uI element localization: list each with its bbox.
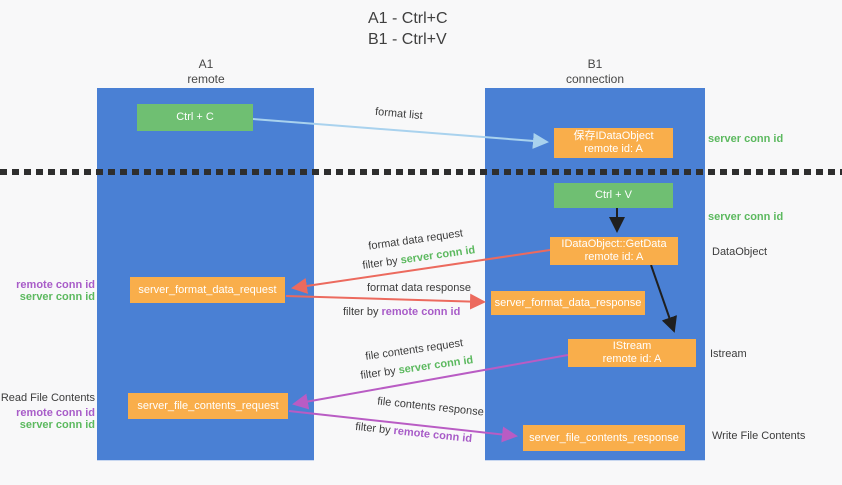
node-server-file-contents-request: server_file_contents_request	[128, 393, 288, 419]
filter-prefix: filter by	[361, 255, 399, 272]
diagram-title: A1 - Ctrl+C B1 - Ctrl+V	[368, 8, 448, 50]
node-server-format-data-response: server_format_data_response	[491, 291, 645, 315]
label-server-conn-id-left-bottom: server conn id	[19, 419, 95, 431]
label-dataobject: DataObject	[712, 246, 768, 258]
label-file-contents-response: file contents response	[376, 395, 485, 419]
title-line-2: B1 - Ctrl+V	[368, 31, 447, 48]
save-idataobject-line1: 保存IDataObject	[573, 130, 654, 142]
server-conn-id-text: server conn id	[399, 244, 476, 267]
column-b1-name: B1	[587, 57, 603, 71]
column-a1-name: A1	[198, 57, 214, 71]
label-format-data-response: format data response	[367, 282, 471, 294]
label-remote-conn-id-left-bottom: remote conn id	[16, 407, 95, 419]
server-conn-id-text: server conn id	[397, 354, 474, 377]
remote-conn-id-text: remote conn id	[381, 306, 461, 318]
node-ctrl-c: Ctrl + C	[137, 104, 253, 131]
arrow-format-data-response	[285, 293, 486, 310]
label-istream: Istream	[710, 348, 747, 360]
label-format-list: format list	[374, 105, 424, 123]
server-format-data-response-label: server_format_data_response	[494, 296, 642, 309]
label-write-file-contents: Write File Contents	[712, 430, 806, 442]
remote-conn-id-text: remote conn id	[392, 424, 473, 446]
column-b1-subtitle: connection	[565, 72, 625, 86]
column-a1-subtitle: remote	[187, 72, 225, 86]
label-remote-conn-id-left-top: remote conn id	[16, 279, 95, 291]
label-server-conn-id-left-top: server conn id	[19, 291, 95, 303]
filter-prefix: filter by	[359, 365, 397, 382]
getdata-line1: IDataObject::GetData	[561, 238, 667, 250]
column-header-a1: A1 remote	[146, 57, 266, 87]
istream-line2: remote id: A	[602, 353, 662, 365]
label-read-file-contents: Read File Contents	[0, 392, 95, 404]
node-ctrl-v: Ctrl + V	[554, 183, 673, 208]
node-server-format-data-request: server_format_data_request	[130, 277, 285, 303]
label-server-conn-id-top: server conn id	[708, 133, 784, 145]
save-idataobject-line2: remote id: A	[584, 143, 643, 155]
node-server-file-contents-response: server_file_contents_response	[523, 425, 685, 451]
ctrl-v-label: Ctrl + V	[595, 189, 632, 201]
node-idataobject-getdata: IDataObject::GetData remote id: A	[550, 237, 678, 265]
getdata-line2: remote id: A	[584, 251, 644, 263]
server-format-data-request-label: server_format_data_request	[138, 283, 277, 296]
column-header-b1: B1 connection	[535, 57, 655, 87]
ctrl-c-label: Ctrl + C	[176, 111, 214, 123]
filter-prefix: filter by	[343, 306, 379, 318]
filter-prefix: filter by	[354, 420, 392, 437]
istream-line1: IStream	[612, 340, 652, 352]
title-line-1: A1 - Ctrl+C	[368, 10, 448, 27]
node-save-idataobject: 保存IDataObject remote id: A	[554, 128, 673, 158]
session-divider	[0, 169, 842, 175]
server-file-contents-request-label: server_file_contents_request	[137, 399, 279, 412]
node-istream: IStream remote id: A	[568, 339, 696, 367]
label-server-conn-id-mid: server conn id	[708, 211, 784, 223]
server-file-contents-response-label: server_file_contents_response	[529, 431, 679, 444]
